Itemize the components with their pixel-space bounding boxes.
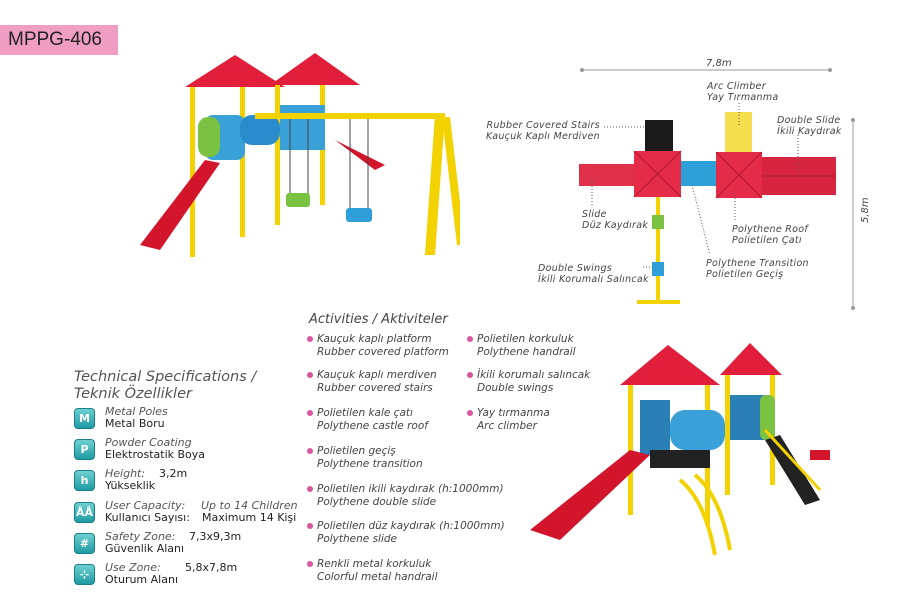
height-icon: h xyxy=(74,470,95,491)
playground-render-tower-view xyxy=(530,343,830,556)
users-icon: ÅÅ xyxy=(74,502,95,523)
plan-depth-label: 5,8m xyxy=(860,197,871,223)
specs-title: Technical Specifications /Teknik Özellik… xyxy=(74,369,257,402)
safety-zone-icon: # xyxy=(74,533,95,554)
activity-item: Polietilen düz kaydırak (h:1000mm)Polyth… xyxy=(307,520,505,545)
activities-title: Activities / Aktiviteler xyxy=(309,312,448,327)
metal-poles-icon: M xyxy=(74,408,95,429)
plan-width-label: 7,8m xyxy=(706,58,732,69)
playground-render-swing-view xyxy=(140,53,460,257)
spray-paint-icon: P xyxy=(74,439,95,460)
plan-view-diagram: 7,8m 5,8m xyxy=(579,58,871,310)
activity-item: Polietilen ikili kaydırak (h:1000mm)Poly… xyxy=(307,483,504,508)
use-zone-icon: ⊹ xyxy=(74,564,95,585)
product-code-badge: MPPG-406 xyxy=(0,25,118,55)
